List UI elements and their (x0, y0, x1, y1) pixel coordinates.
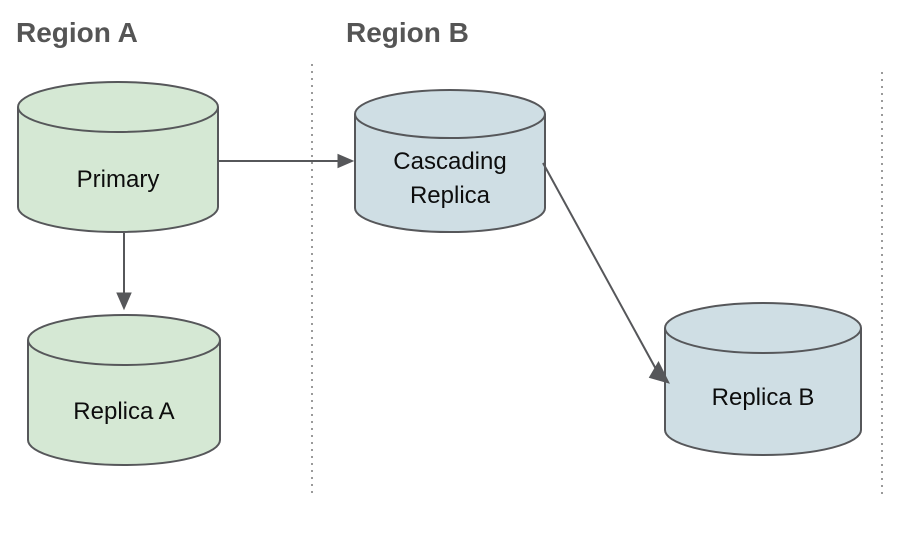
edge-primary-to-cascading-replica (218, 153, 355, 169)
replica-b-cylinder-top-ellipse (664, 327, 862, 354)
node-replica-b[interactable]: Replica B (664, 302, 862, 456)
node-primary[interactable]: Primary (17, 81, 219, 233)
node-cascading-replica-label-line2: Replica (410, 182, 491, 209)
region-label-b: Region B (346, 17, 469, 48)
node-replica-a[interactable]: Replica A (27, 314, 221, 466)
edge-primary-to-replica-a (116, 233, 132, 311)
node-cascading-replica-label-line1: Cascading (393, 148, 506, 175)
primary-cylinder-top-ellipse (17, 106, 219, 133)
edge-primary-to-replica-a-arrowhead (116, 292, 132, 311)
edge-cascading-to-replica-b-arrowhead (648, 360, 670, 384)
replica-a-cylinder-body (27, 314, 221, 466)
primary-cylinder-body (17, 81, 219, 233)
node-cascading-replica[interactable]: Cascading Replica (354, 89, 546, 233)
region-label-a: Region A (16, 17, 138, 48)
replica-b-cylinder-body (664, 302, 862, 456)
cascading-replica-cylinder-body (354, 89, 546, 233)
cascading-replica-cylinder-top-ellipse (354, 113, 546, 139)
edge-cascading-to-replica-b-line (542, 162, 658, 372)
edge-cascading-replica-to-replica-b (542, 162, 670, 384)
node-replica-a-label: Replica A (73, 398, 174, 425)
node-primary-label: Primary (77, 166, 160, 193)
node-replica-b-label: Replica B (712, 384, 815, 411)
edge-primary-to-cascading-arrowhead (337, 153, 355, 169)
replica-a-cylinder-top-ellipse (27, 339, 221, 366)
